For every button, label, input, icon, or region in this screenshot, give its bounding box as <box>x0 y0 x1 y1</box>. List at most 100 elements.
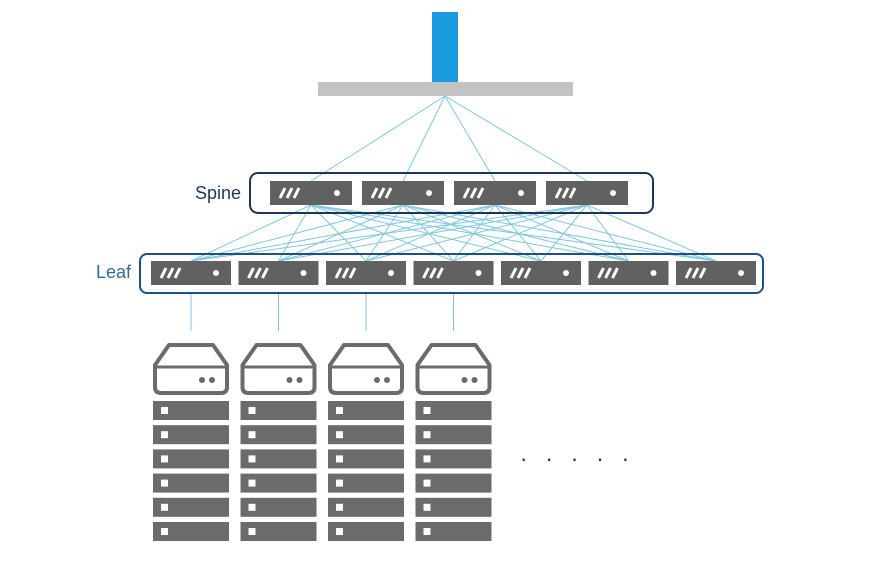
spine-leaf-link <box>190 204 496 262</box>
port-slash <box>691 267 700 279</box>
status-led <box>300 270 307 276</box>
spine-leaf-link <box>494 204 717 262</box>
storage-led <box>286 377 293 383</box>
leaf-switch <box>326 261 406 285</box>
spine-leaf-link <box>310 204 717 262</box>
port-slash <box>568 187 577 199</box>
port-slash <box>698 267 707 279</box>
spine-leaf-link <box>310 204 367 262</box>
rack-unit <box>153 497 229 517</box>
spine-leaf-link <box>494 204 542 262</box>
spine-leaf-link <box>278 204 588 262</box>
rack-unit-led <box>248 407 256 414</box>
spine-leaf-link <box>494 204 629 262</box>
leaf-switch <box>676 261 756 285</box>
spine-leaf-link <box>586 204 629 262</box>
rack-unit-led <box>336 407 343 414</box>
status-led <box>475 270 482 276</box>
port-slash <box>159 267 168 279</box>
status-led <box>518 190 524 196</box>
server-rack <box>415 343 492 541</box>
rack-unit-led <box>336 455 343 463</box>
rack-unit-led <box>336 431 343 439</box>
port-slash <box>292 187 301 199</box>
rack-unit-led <box>161 503 168 511</box>
rack-unit-led <box>423 431 431 439</box>
core-link <box>310 95 446 182</box>
port-slash <box>261 267 269 279</box>
storage-led <box>461 377 468 383</box>
status-led <box>334 190 340 196</box>
rack-unit-led <box>423 528 431 535</box>
rack-unit-led <box>423 455 431 463</box>
server-rack <box>153 343 229 541</box>
spine-switches <box>270 181 628 205</box>
core-link <box>402 95 446 182</box>
spine-leaf-link <box>310 204 454 262</box>
port-slash <box>436 267 444 279</box>
leaf-switch <box>588 261 669 285</box>
port-slash <box>462 187 471 199</box>
port-slash <box>285 187 294 199</box>
storage-led <box>296 377 303 383</box>
port-slash <box>516 267 525 279</box>
leaf-label: Leaf <box>96 262 132 282</box>
port-slash <box>469 187 478 199</box>
more-servers-ellipsis: · · · · · <box>520 446 636 471</box>
status-led <box>388 270 394 276</box>
spine-leaf-link <box>365 204 404 262</box>
rack-unit-led <box>423 479 431 487</box>
rack-unit-led <box>161 407 168 414</box>
leaf-switches <box>151 261 756 285</box>
rack-unit <box>328 401 404 420</box>
status-led <box>610 190 616 196</box>
rack-unit-led <box>161 528 168 535</box>
storage-led <box>374 377 380 383</box>
storage-head-icon <box>240 343 317 395</box>
rack-unit <box>415 449 492 469</box>
storage-led <box>199 377 205 383</box>
rack-unit <box>328 449 404 469</box>
storage-head-icon <box>415 343 492 395</box>
core-link <box>444 95 588 182</box>
rack-unit-led <box>248 479 256 487</box>
port-slash <box>173 267 182 279</box>
storage-led <box>209 377 215 383</box>
rack-unit <box>415 522 492 541</box>
rack-unit-led <box>248 455 256 463</box>
rack-unit <box>415 473 492 493</box>
port-slash <box>604 267 612 279</box>
status-led <box>650 270 657 276</box>
spine-leaf-link <box>453 204 588 262</box>
spine-leaf-link <box>402 204 454 262</box>
port-slash <box>334 267 343 279</box>
port-slash <box>247 267 255 279</box>
spine-leaf-link <box>402 204 629 262</box>
uplink-bar <box>432 12 458 82</box>
leaf-switch <box>238 261 319 285</box>
spine-leaf-link <box>365 204 588 262</box>
rack-unit <box>240 401 317 420</box>
port-slash <box>384 187 393 199</box>
storage-led <box>471 377 478 383</box>
rack-unit <box>415 497 492 517</box>
spine-switch <box>270 181 352 205</box>
rack-unit-led <box>248 503 256 511</box>
rack-unit-led <box>423 503 431 511</box>
port-slash <box>509 267 518 279</box>
spine-leaf-link <box>190 204 312 262</box>
leaf-group <box>139 253 764 294</box>
rack-unit-led <box>423 407 431 414</box>
port-slash <box>377 187 386 199</box>
port-slash <box>254 267 262 279</box>
status-led <box>213 270 219 276</box>
port-slash <box>523 267 532 279</box>
rack-unit <box>153 449 229 469</box>
rack-unit <box>240 473 317 493</box>
rack-unit <box>328 522 404 541</box>
server-rack <box>240 343 317 541</box>
spine-switch <box>546 181 628 205</box>
spine-leaf-link <box>190 204 588 262</box>
port-slash <box>554 187 563 199</box>
